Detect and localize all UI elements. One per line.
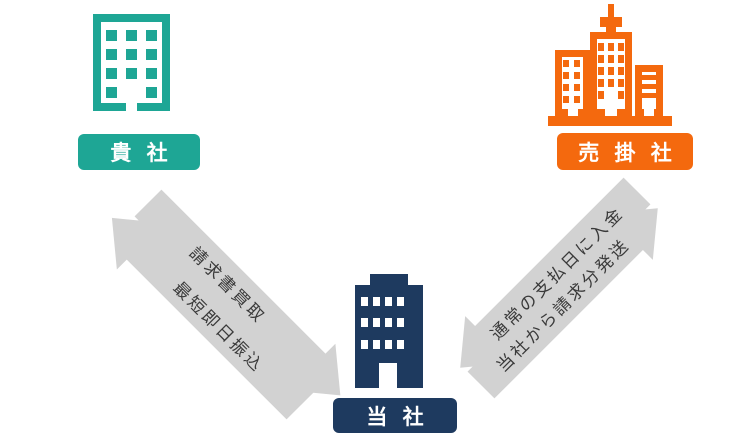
arrows-group — [111, 177, 658, 420]
arrow-same-day-transfer — [111, 217, 314, 420]
our-company-label-text: 当 社 — [366, 404, 428, 429]
debtor-label-text: 売 掛 社 — [578, 140, 676, 165]
debtor-label: 売 掛 社 — [557, 133, 693, 170]
our-building-icon — [355, 274, 423, 388]
arrow-invoice-dispatch — [467, 208, 658, 399]
client-label: 貴 社 — [78, 134, 200, 170]
our-company-label: 当 社 — [333, 398, 457, 433]
arrow-due-date-payment — [460, 177, 651, 368]
client-building-icon — [93, 14, 170, 111]
debtor-building-icon — [548, 4, 672, 126]
arrow-invoice-purchase — [134, 189, 341, 396]
client-label-text: 貴 社 — [110, 141, 172, 165]
